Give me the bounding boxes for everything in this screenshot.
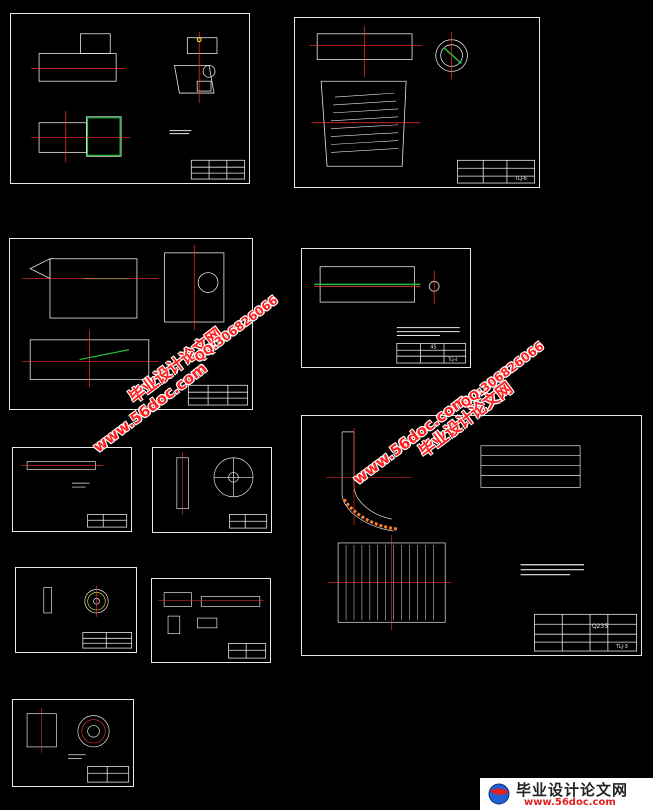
sheet-3-drawing (22, 244, 249, 406)
drawing-sheet-3[interactable] (9, 238, 253, 410)
drawing-sheet-10[interactable]: Q235 TLJ-3 (301, 415, 642, 656)
sheet-4-drawing: 45 TLJ-4 (314, 266, 467, 364)
sheet-10-code: TLJ-3 (615, 644, 628, 650)
sheet-2-code: TLJ-6 (514, 176, 527, 182)
sheet-6-drawing (176, 451, 268, 529)
site-footer-logo: 毕业设计论文网 www.56doc.com (480, 778, 653, 810)
footer-url: www.56doc.com (524, 797, 616, 808)
drawing-sheet-4[interactable]: 45 TLJ-4 (301, 248, 471, 368)
sheet-4-label: 45 (430, 344, 436, 350)
drawing-sheet-9[interactable] (12, 699, 134, 787)
sheet-4-code: TLJ-4 (447, 357, 458, 362)
sheet-8-drawing (158, 592, 267, 659)
drawing-sheet-1[interactable] (10, 13, 250, 184)
globe-icon (488, 783, 510, 805)
sheet-10-drawing: Q235 TLJ-3 (326, 427, 638, 652)
sheet-2-drawing: TLJ-6 (309, 25, 536, 184)
drawing-sheet-8[interactable] (151, 578, 271, 663)
sheet-1-drawing (31, 31, 246, 180)
sheet-10-label: Q235 (592, 623, 608, 630)
drawing-sheet-6[interactable] (152, 447, 272, 533)
sheet-7-drawing (43, 585, 133, 649)
sheet-5-drawing (21, 461, 128, 528)
drawing-sheet-7[interactable] (15, 567, 137, 653)
footer-brand: 毕业设计论文网 (516, 781, 629, 799)
drawing-sheet-2[interactable]: TLJ-6 (294, 17, 540, 188)
sheet-9-drawing (26, 707, 130, 783)
drawing-sheet-5[interactable] (12, 447, 132, 532)
